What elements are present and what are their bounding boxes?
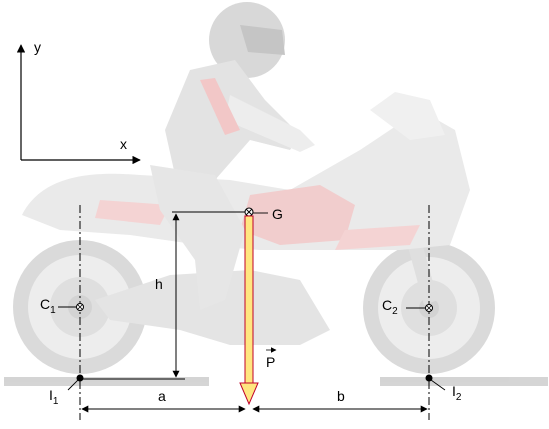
tank-accent (240, 185, 355, 245)
center-of-gravity: G (244, 206, 283, 222)
weight-vector: P (239, 215, 277, 406)
rear-wheel-center: C1 (40, 296, 84, 316)
rider (150, 2, 315, 310)
weight-label: P (266, 354, 275, 370)
rider-stripe (200, 78, 240, 135)
rear-distance-label: a (158, 388, 166, 404)
rider-arm (225, 95, 315, 152)
ground-rear (4, 377, 209, 386)
motorcycle-illustration (4, 2, 548, 386)
rear-center-label: C1 (40, 296, 56, 316)
front-center-label: C2 (382, 297, 398, 317)
rider-leg (150, 165, 245, 310)
front-contact-point: I2 (425, 374, 462, 403)
cog-label: G (272, 206, 283, 222)
front-distance-dimension: b (252, 388, 428, 413)
x-axis-label: x (120, 136, 127, 152)
ground-front (380, 377, 548, 386)
windscreen (370, 92, 445, 140)
coordinate-axes: y x (16, 39, 141, 165)
y-axis-label: y (34, 39, 41, 55)
rear-contact-point: I1 (49, 374, 84, 407)
height-dimension: h (80, 211, 246, 380)
height-label: h (155, 276, 163, 292)
fairing-stripe (335, 225, 420, 250)
engine-block (95, 270, 330, 345)
visor (240, 25, 285, 55)
front-distance-label: b (337, 388, 345, 404)
rear-contact-label: I1 (49, 387, 59, 407)
front-contact-label: I2 (452, 383, 462, 403)
rear-distance-dimension: a (81, 388, 246, 413)
front-wheel-center: C2 (382, 297, 433, 317)
side-stripe (95, 200, 170, 225)
